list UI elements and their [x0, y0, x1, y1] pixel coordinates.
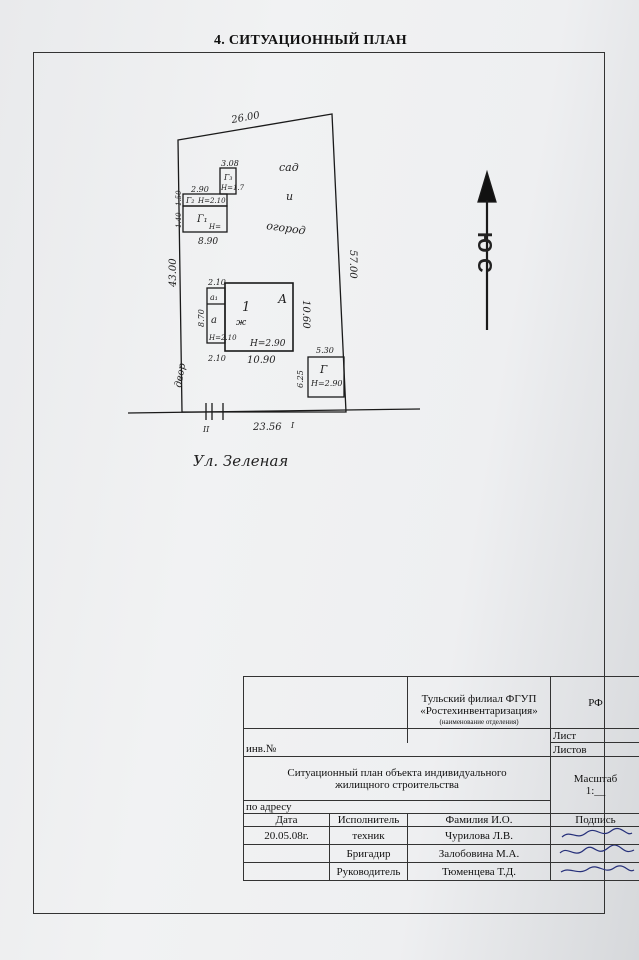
- col-sign: Подпись: [550, 813, 639, 827]
- col-name: Фамилия И.О.: [407, 813, 551, 827]
- label-out-h3: Н=1.7: [220, 184, 245, 192]
- page-title: 4. СИТУАЦИОННЫЙ ПЛАН: [214, 33, 407, 48]
- row-name: Залобовина М.А.: [407, 844, 551, 863]
- dim-outbuild-top: 3.08: [221, 159, 239, 168]
- doc-title-line1: Ситуационный план объекта индивидуальног…: [287, 766, 507, 779]
- title-block: Тульский филиал ФГУП «Ростехинвентаризац…: [243, 676, 639, 886]
- garage-g: [307, 356, 345, 398]
- doc-title: Ситуационный план объекта индивидуальног…: [243, 756, 551, 801]
- lists-label: Листов: [550, 742, 639, 757]
- label-out-h1: Н=: [208, 223, 221, 231]
- drawing-frame: [33, 52, 605, 914]
- address-label: по адресу: [243, 800, 551, 814]
- dim-house-h: 10.60: [300, 300, 311, 329]
- label-house-height: Н=2.90: [249, 339, 286, 349]
- scale-cell: Масштаб 1:__: [550, 756, 639, 814]
- label-porch-height: Н=2.10: [208, 334, 237, 342]
- inv-label: инв.№: [243, 742, 551, 757]
- label-house-num: 1: [242, 300, 250, 315]
- dept-caption: (наименование отделения): [407, 716, 551, 729]
- label-garden3: огород: [266, 219, 307, 237]
- row-signature: [550, 862, 639, 881]
- label-yard: двор: [173, 362, 188, 389]
- dim-porch-w2: 2.10: [207, 354, 226, 363]
- row-role: Руководитель: [329, 862, 408, 881]
- label-porch-a1: а₁: [210, 293, 218, 302]
- dim-top: 26.00: [230, 110, 262, 126]
- list-label: Лист: [550, 728, 639, 743]
- dim-porch-h: 8.70: [197, 309, 206, 327]
- signature-image: [559, 845, 634, 854]
- label-porch-letter: а: [211, 315, 217, 326]
- label-garden1: сад: [279, 161, 299, 174]
- label-street: Ул. Зеленая: [193, 452, 288, 470]
- dim-garage-w: 5.30: [316, 346, 334, 355]
- row-signature: [550, 844, 639, 863]
- label-out-g1: Г₁: [196, 214, 208, 225]
- dim-right: 57.00: [347, 250, 358, 279]
- porch-a: [206, 287, 226, 344]
- row-date: 20.05.08г.: [243, 826, 330, 845]
- label-out-g3: Г₃: [223, 173, 233, 182]
- row-signature: [550, 826, 639, 845]
- label-out-h2: Н=2.10: [197, 197, 226, 205]
- dim-outbuild-side2: 1.40: [175, 212, 183, 228]
- row-date: [243, 862, 330, 881]
- dim-house-w: 10.90: [247, 355, 276, 366]
- org-name: Тульский филиал ФГУП «Ростехинвентаризац…: [407, 676, 551, 717]
- label-gate1: II: [202, 425, 210, 434]
- dim-garage-h: 6.25: [296, 370, 305, 388]
- label-garage-height: Н=2.90: [310, 379, 343, 388]
- dim-bottom: 23.56: [252, 422, 282, 433]
- org-line1: Тульский филиал ФГУП: [421, 692, 537, 705]
- dim-left: 43.00: [168, 258, 179, 288]
- label-gate2: I: [290, 421, 295, 430]
- col-date: Дата: [243, 813, 330, 827]
- scale-label: Масштаб: [573, 773, 618, 785]
- doc-title-line2: жилищного строительства: [335, 778, 459, 791]
- row-role: техник: [329, 826, 408, 845]
- row-name: Чурилова Л.В.: [407, 826, 551, 845]
- outbuilding-g2: [182, 193, 228, 207]
- scale-value: 1:__: [585, 785, 606, 797]
- outbuilding-g3: [219, 167, 237, 195]
- label-garden2: и: [286, 190, 293, 203]
- col-exec: Исполнитель: [329, 813, 408, 827]
- label-house-floors: ж: [236, 318, 247, 328]
- label-house-letter: А: [277, 292, 287, 306]
- label-garage-letter: Г: [319, 363, 328, 376]
- table-row: Бригадир Залобовина М.А.: [243, 844, 639, 863]
- org-line2: «Ростехинвентаризация»: [420, 704, 538, 717]
- dim-porch-w1: 2.10: [207, 278, 226, 287]
- table-row: 20.05.08г. техник Чурилова Л.В.: [243, 826, 639, 845]
- label-out-g2: Г₂: [185, 196, 195, 205]
- row-date: [243, 844, 330, 863]
- signature-image: [560, 865, 634, 873]
- north-arrow: [477, 169, 497, 203]
- street-line: [127, 408, 421, 414]
- row-role: Бригадир: [329, 844, 408, 863]
- row-name: Тюменцева Т.Д.: [407, 862, 551, 881]
- rf-cell: РФ: [550, 676, 639, 729]
- north-label: Ю С: [473, 232, 495, 273]
- dim-outbuild-mid: 2.90: [190, 185, 209, 194]
- table-row: Руководитель Тюменцева Т.Д.: [243, 862, 639, 881]
- dim-outbuild-w: 8.90: [198, 237, 218, 247]
- dim-outbuild-side1: 1.50: [175, 190, 183, 206]
- signature-image: [561, 827, 632, 838]
- plot-boundary: [177, 113, 347, 413]
